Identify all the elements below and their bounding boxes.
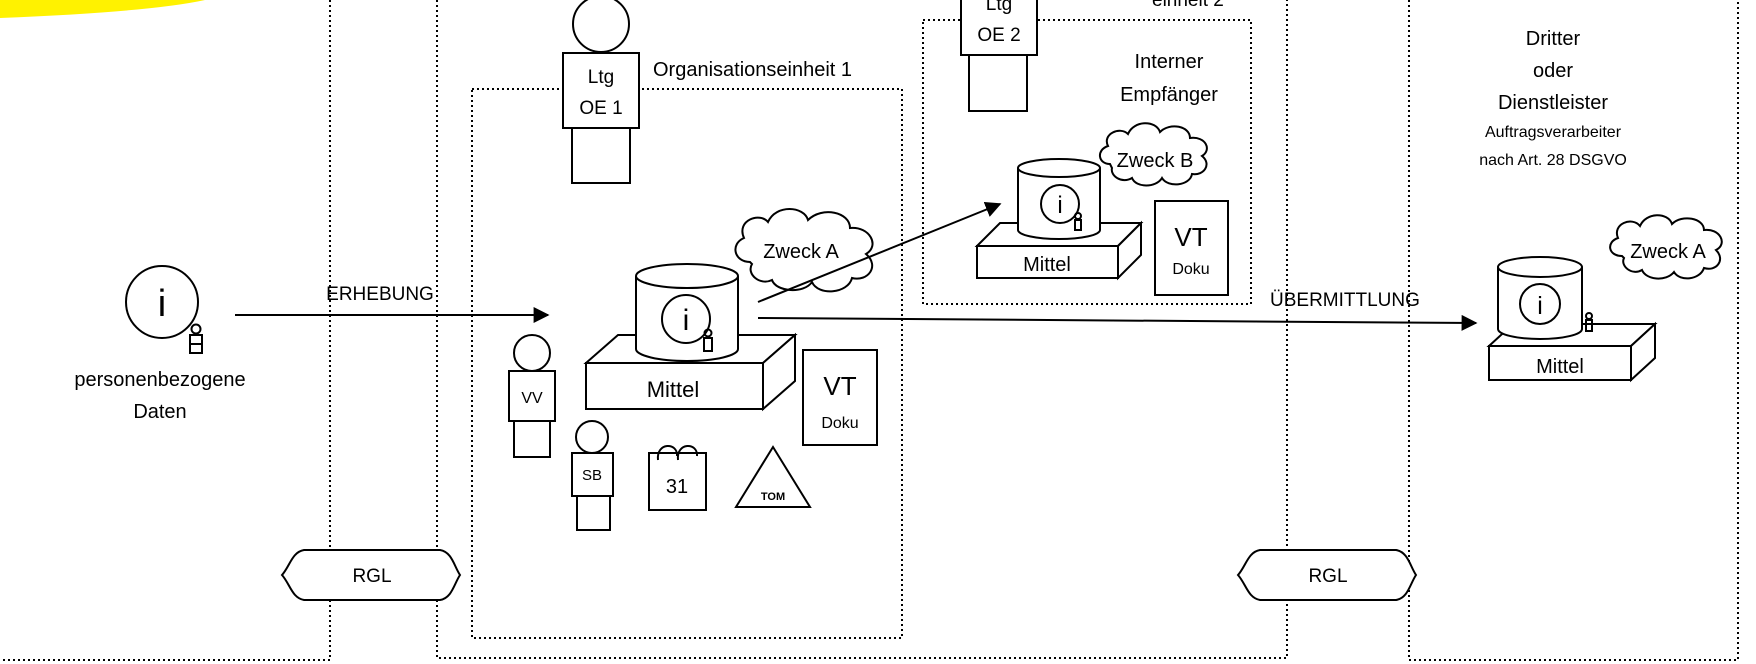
vt-oe1-label: VT (823, 371, 856, 401)
rgl-left-label: RGL (352, 566, 391, 587)
database-oe2: i (1017, 158, 1101, 240)
leader-oe2-line2: OE 2 (977, 25, 1020, 46)
rgl-right-label: RGL (1308, 566, 1347, 587)
leader-oe1-line1: Ltg (588, 67, 614, 88)
database-oe1-info: i (683, 304, 690, 337)
transfer-arrow (757, 314, 1478, 331)
vt-doku-oe2: VT Doku (1154, 200, 1229, 296)
personal-data-line2: Daten (133, 401, 186, 423)
org-unit-1-label: Organisationseinheit 1 (653, 59, 852, 81)
tom-label: TOM (761, 491, 785, 503)
internal-recipient-line1: Interner (1135, 51, 1204, 73)
leader-oe1-line2: OE 1 (579, 98, 622, 119)
org-unit-2-label: einheit 2 (1152, 0, 1224, 11)
third-party-line4: Auftragsverarbeiter (1485, 124, 1622, 141)
means-oe1-label: Mittel (647, 377, 700, 402)
calendar-day: 31 (666, 476, 688, 498)
org-unit-1-frame (471, 88, 903, 639)
purpose-a-oe1-label: Zweck A (763, 241, 839, 263)
zone-source-border (2, 0, 331, 661)
database-third-party: i (1497, 256, 1593, 340)
third-party-line1: Dritter (1526, 28, 1581, 50)
means-third-party-label: Mittel (1536, 356, 1584, 378)
vt-doku-oe1: VT Doku (802, 349, 878, 446)
calendar-icon: 31 (648, 445, 707, 511)
tom-triangle-icon: TOM (734, 445, 812, 508)
means-oe2-label: Mittel (1023, 254, 1071, 276)
purpose-a-cloud-third-party: Zweck A (1609, 214, 1723, 280)
database-third-party-info: i (1537, 292, 1543, 320)
purpose-a-third-party-label: Zweck A (1630, 241, 1706, 263)
highlight-marker (0, 0, 205, 18)
leader-oe2-line1: Ltg (986, 0, 1012, 15)
purpose-b-label: Zweck B (1117, 150, 1194, 172)
third-party-line2: oder (1533, 60, 1573, 82)
transfer-label: ÜBERMITTLUNG (1270, 290, 1420, 311)
sb-person-icon: SB (571, 420, 614, 531)
zone-third-party-border (1408, 0, 1739, 661)
leader-oe2: Ltg OE 2 (960, 0, 1038, 112)
internal-recipient-line2: Empfänger (1120, 84, 1218, 106)
third-party-line5: nach Art. 28 DSGVO (1479, 152, 1627, 169)
zone-controller-border (436, 0, 1288, 659)
sb-label: SB (582, 467, 602, 484)
purpose-a-cloud-oe1: Zweck A (734, 208, 874, 293)
leader-oe1: Ltg OE 1 (562, 0, 640, 184)
collection-label: ERHEBUNG (326, 284, 434, 305)
rgl-right-bracket: RGL (1236, 549, 1418, 601)
vv-person-icon: VV (508, 334, 556, 458)
rgl-left-bracket: RGL (280, 549, 462, 601)
vv-label: VV (521, 390, 543, 407)
personal-data-line1: personenbezogene (74, 369, 245, 391)
org-unit-2-frame (922, 19, 1252, 305)
doku-oe1-label: Doku (821, 415, 858, 432)
personal-data-symbol: i (125, 265, 203, 354)
internal-transfer-arrow (757, 201, 1002, 303)
database-oe1: i (635, 263, 739, 362)
vt-oe2-label: VT (1174, 222, 1207, 252)
database-oe2-info: i (1057, 192, 1062, 219)
doku-oe2-label: Doku (1172, 261, 1209, 278)
purpose-b-cloud: Zweck B (1099, 122, 1208, 187)
personal-data-info: i (158, 283, 166, 325)
third-party-line3: Dienstleister (1498, 92, 1608, 114)
